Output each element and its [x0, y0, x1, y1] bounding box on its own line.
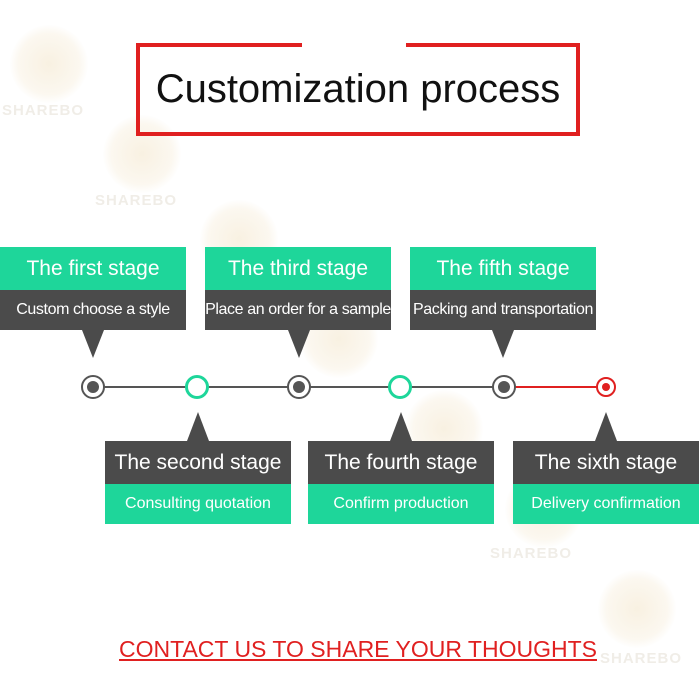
timeline-node-5: [492, 375, 516, 399]
stage-desc: Place an order for a sample: [205, 290, 391, 330]
stage-title: The fifth stage: [410, 247, 596, 290]
timeline-node-2: [185, 375, 209, 399]
stage-title: The second stage: [105, 441, 291, 484]
watermark-logo: [10, 25, 88, 103]
stage-2-box: The second stage Consulting quotation: [105, 412, 291, 524]
watermark-text: SHAREBO: [2, 102, 85, 119]
stage-pointer: [187, 412, 209, 441]
stage-6-box: The sixth stage Delivery confirmation: [513, 412, 699, 524]
stage-3-box: The third stage Place an order for a sam…: [205, 247, 391, 358]
watermark-logo: [103, 115, 181, 193]
stage-title: The first stage: [0, 247, 186, 290]
stage-pointer: [492, 330, 514, 358]
stage-4-box: The fourth stage Confirm production: [308, 412, 494, 524]
frame-left-border: [136, 43, 140, 136]
watermark-text: SHAREBO: [95, 192, 178, 209]
watermark-logo: [598, 570, 676, 648]
stage-title: The third stage: [205, 247, 391, 290]
stage-desc: Custom choose a style: [0, 290, 186, 330]
frame-right-border: [576, 43, 580, 136]
stage-title: The fourth stage: [308, 441, 494, 484]
frame-top-border-left: [136, 43, 302, 47]
stage-pointer: [288, 330, 310, 358]
stage-pointer: [82, 330, 104, 358]
contact-link[interactable]: CONTACT US TO SHARE YOUR THOUGHTS: [119, 636, 597, 662]
watermark-text: SHAREBO: [600, 650, 683, 667]
stage-desc: Delivery confirmation: [513, 484, 699, 524]
stage-desc: Confirm production: [308, 484, 494, 524]
title-frame: Customization process: [136, 43, 580, 136]
frame-top-border-right: [406, 43, 580, 47]
timeline-line-final: [504, 386, 606, 388]
stage-pointer: [595, 412, 617, 441]
stage-1-box: The first stage Custom choose a style: [0, 247, 186, 358]
page-title: Customization process: [155, 67, 561, 111]
stage-title: The sixth stage: [513, 441, 699, 484]
timeline-node-6: [596, 377, 616, 397]
timeline-node-4: [388, 375, 412, 399]
stage-desc: Consulting quotation: [105, 484, 291, 524]
stage-5-box: The fifth stage Packing and transportati…: [410, 247, 596, 358]
timeline-node-3: [287, 375, 311, 399]
timeline-node-1: [81, 375, 105, 399]
stage-desc: Packing and transportation: [410, 290, 596, 330]
frame-bottom-border: [136, 132, 580, 136]
watermark-text: SHAREBO: [490, 545, 573, 562]
stage-pointer: [390, 412, 412, 441]
